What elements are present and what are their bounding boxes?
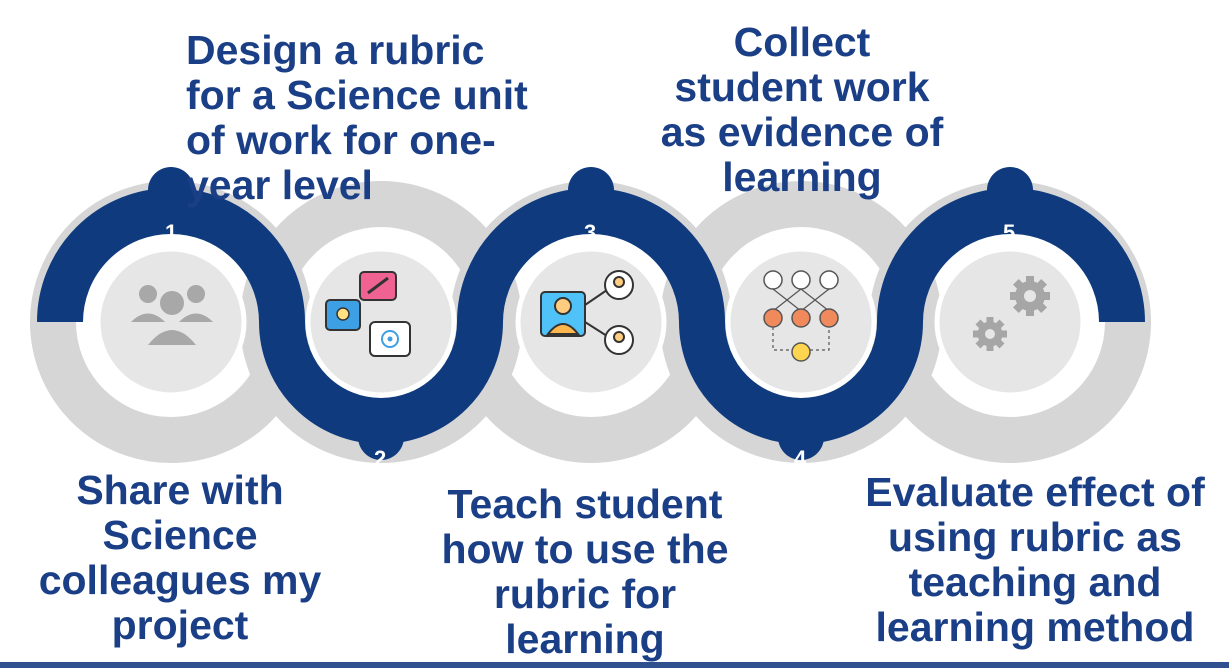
dot-4: [778, 414, 824, 460]
ideas-icon: [325, 271, 411, 357]
icon-discs: [95, 246, 1086, 398]
icon-disc-1: [95, 246, 247, 398]
bottom-rule: [0, 662, 1229, 668]
dot-3: [568, 167, 614, 213]
dot-2: [358, 414, 404, 460]
icon-disc-3: [515, 246, 667, 398]
dot-1: [148, 167, 194, 213]
step-label-1: Share with Science colleagues my project: [38, 467, 322, 649]
step-number-3: 3: [584, 220, 596, 245]
step-label-4: Collect student work as evidence of lear…: [660, 19, 944, 201]
step-label-5: Evaluate effect of using rubric as teach…: [865, 469, 1205, 651]
workflow-icon: [763, 270, 839, 362]
teacher-students-icon: [540, 270, 634, 355]
step-number-4: 4: [794, 446, 807, 471]
group-icon: [131, 285, 213, 345]
dot-5: [987, 167, 1033, 213]
step-number-1: 1: [165, 220, 177, 245]
number-dots: [148, 167, 1033, 460]
step-number-5: 5: [1003, 220, 1015, 245]
step-label-2: Design a rubric for a Science unit of wo…: [186, 27, 528, 209]
gears-icon: [973, 276, 1050, 351]
step-label-3: Teach student how to use the rubric for …: [441, 481, 729, 663]
step-number-2: 2: [374, 446, 386, 471]
icon-disc-5: [934, 246, 1086, 398]
